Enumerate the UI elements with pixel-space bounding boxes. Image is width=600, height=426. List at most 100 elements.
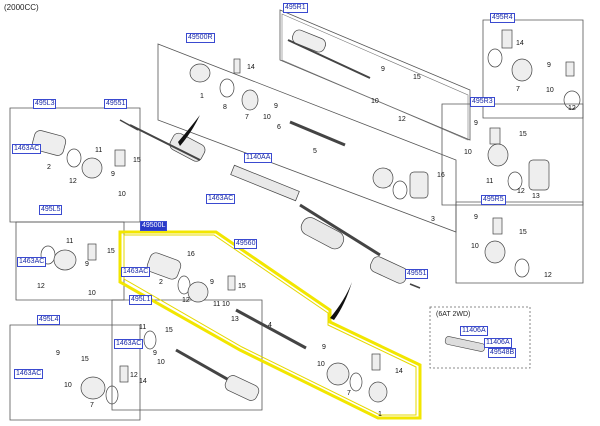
label-495L1[interactable]: 495L1 xyxy=(129,295,153,305)
panel-495L4 xyxy=(9,324,141,421)
part-number: 7 xyxy=(245,114,249,121)
part-number: 10 xyxy=(263,114,271,121)
label-495R5[interactable]: 495R5 xyxy=(481,195,506,205)
part-number: 10 xyxy=(546,87,554,94)
label-49548B[interactable]: 49548B xyxy=(488,348,517,358)
495L4-parts xyxy=(80,365,129,405)
part-number: 8 xyxy=(223,104,227,111)
part-number: 12 xyxy=(517,188,525,195)
panel-495R5 xyxy=(455,201,584,284)
part-number: 9 xyxy=(474,120,478,127)
label-495R4[interactable]: 495R4 xyxy=(490,13,515,23)
panel-495R1-box xyxy=(281,13,469,141)
part-number: 12 xyxy=(568,105,576,112)
part-number: 2 xyxy=(47,164,51,171)
label-1463AC-b[interactable]: 1463AC xyxy=(206,194,236,204)
label-49551-top[interactable]: 49551 xyxy=(104,99,128,109)
part-number: 10 xyxy=(371,98,379,105)
part-number: 14 xyxy=(395,368,403,375)
engine-spec-header: (2000CC) xyxy=(4,3,39,12)
right-side-parts xyxy=(372,29,581,278)
panel-6AT-inset xyxy=(429,306,531,369)
part-number: 10 xyxy=(471,243,479,250)
label-49500R[interactable]: 49500R xyxy=(186,33,215,43)
part-number: 15 xyxy=(165,327,173,334)
part-number: 7 xyxy=(516,86,520,93)
part-number: 12 xyxy=(69,178,77,185)
label-1463AC-d[interactable]: 1463AC xyxy=(121,267,151,277)
part-number: 1 xyxy=(200,93,204,100)
part-number: 15 xyxy=(133,157,141,164)
495L5-parts xyxy=(40,243,97,271)
part-number: 9 xyxy=(547,62,551,69)
label-49551-mid[interactable]: 49551 xyxy=(405,269,429,279)
part-number: 5 xyxy=(313,148,317,155)
part-number: 16 xyxy=(187,251,195,258)
part-number: 12 xyxy=(182,297,190,304)
label-495L3[interactable]: 495L3 xyxy=(33,99,57,109)
label-11406A-b[interactable]: 11406A xyxy=(484,338,512,348)
part-number: 11 xyxy=(213,301,221,308)
part-number: 9 xyxy=(381,66,385,73)
part-number: 1 xyxy=(378,411,382,418)
part-number: 9 xyxy=(322,344,326,351)
part-number: 14 xyxy=(516,40,524,47)
part-number: 7 xyxy=(90,402,94,409)
label-11406A-a[interactable]: 11406A xyxy=(460,326,488,336)
part-number: 15 xyxy=(413,74,421,81)
part-number: 7 xyxy=(347,390,351,397)
label-1140AA[interactable]: 1140AA xyxy=(244,153,273,163)
part-number: 10 xyxy=(88,290,96,297)
leader-swoosh-lower xyxy=(330,282,352,320)
part-number: 14 xyxy=(139,378,147,385)
part-number: 9 xyxy=(111,171,115,178)
label-495L4[interactable]: 495L4 xyxy=(37,315,61,325)
part-number: 10 xyxy=(64,382,72,389)
part-number: 10 xyxy=(464,149,472,156)
part-number: 9 xyxy=(153,350,157,357)
part-number: 15 xyxy=(238,283,246,290)
label-49500L[interactable]: 49500L xyxy=(140,221,168,231)
label-49560[interactable]: 49560 xyxy=(234,239,258,249)
inset-title: (6AT 2WD) xyxy=(436,311,471,318)
rh-driveshaft xyxy=(119,119,421,289)
part-number: 4 xyxy=(268,322,272,329)
part-number: 15 xyxy=(107,248,115,255)
part-number: 9 xyxy=(274,103,278,110)
part-number: 16 xyxy=(437,172,445,179)
part-number: 10 xyxy=(317,361,325,368)
49500R-parts xyxy=(189,58,346,147)
label-1463AC-a[interactable]: 1463AC xyxy=(12,144,42,154)
part-number: 9 xyxy=(85,261,89,268)
part-number: 11 xyxy=(66,238,74,245)
part-number: 12 xyxy=(544,272,552,279)
part-number: 15 xyxy=(81,356,89,363)
part-number: 11 xyxy=(139,324,147,331)
part-number: 13 xyxy=(532,193,540,200)
part-number: 15 xyxy=(519,229,527,236)
49500L-parts xyxy=(146,252,388,403)
panel-495R1 xyxy=(279,9,471,141)
495L1-parts xyxy=(143,330,260,401)
label-1463AC-f[interactable]: 1463AC xyxy=(14,369,44,379)
part-number: 12 xyxy=(130,372,138,379)
label-1463AC-c[interactable]: 1463AC xyxy=(17,257,47,267)
part-number: 10 xyxy=(157,359,165,366)
495R1-shaft xyxy=(287,29,371,79)
part-number: 9 xyxy=(210,279,214,286)
part-number: 15 xyxy=(519,131,527,138)
part-number: 10 xyxy=(222,301,230,308)
label-495L5[interactable]: 495L5 xyxy=(39,205,63,215)
panel-495L1 xyxy=(111,299,263,411)
part-number: 12 xyxy=(37,283,45,290)
label-495R3[interactable]: 495R3 xyxy=(470,97,495,107)
highlight-49500L-group xyxy=(118,230,422,420)
label-1463AC-e[interactable]: 1463AC xyxy=(114,339,144,349)
part-number: 9 xyxy=(474,214,478,221)
label-495R1[interactable]: 495R1 xyxy=(283,3,308,13)
part-number: 11 xyxy=(95,147,103,154)
part-number: 12 xyxy=(398,116,406,123)
part-number: 11 xyxy=(486,178,494,185)
